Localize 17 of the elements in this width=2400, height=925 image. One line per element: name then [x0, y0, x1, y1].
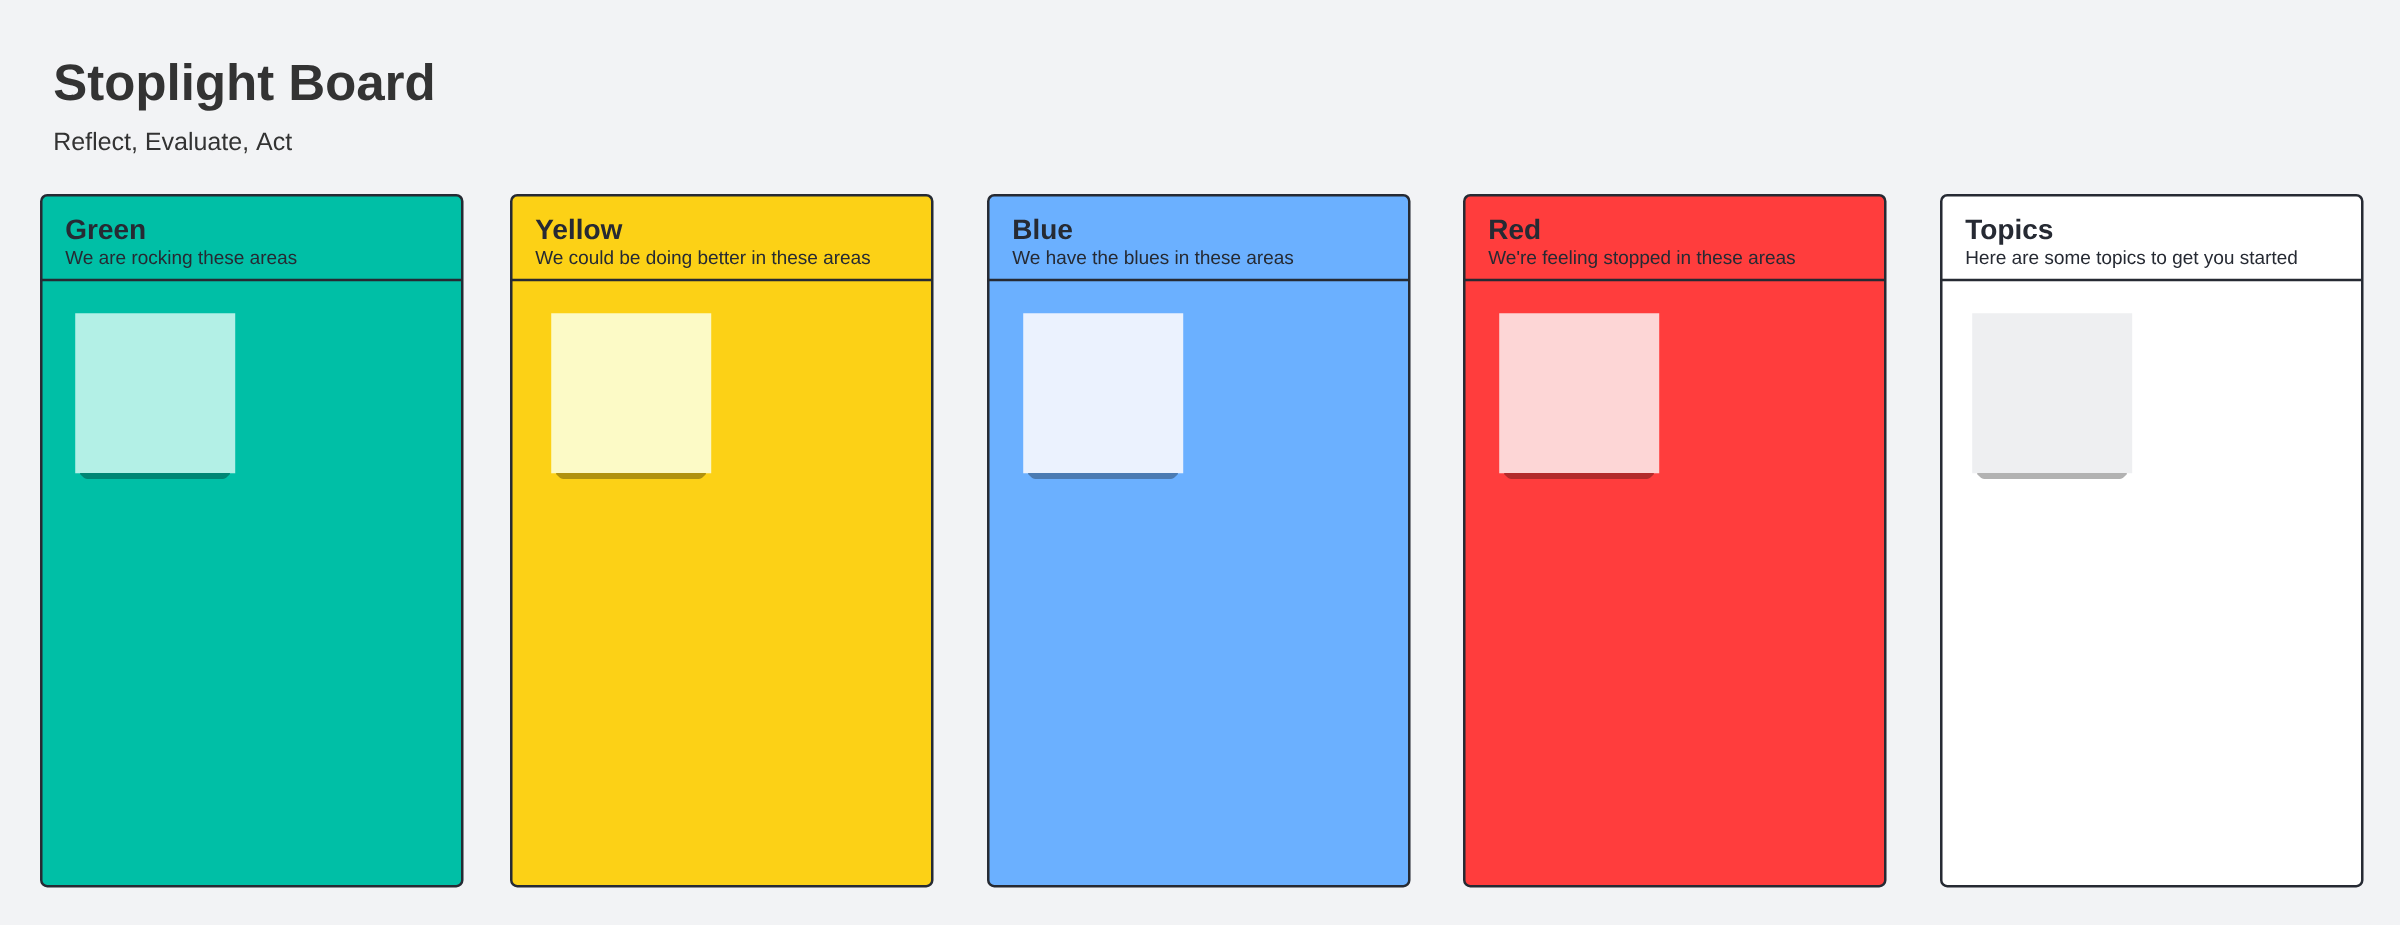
- column-subtitle: We have the blues in these areas: [1012, 250, 1294, 265]
- sticky-note: [551, 313, 712, 479]
- sticky-note: [1972, 313, 2133, 479]
- column-heading: Yellow: [535, 218, 623, 240]
- board-title: Stoplight Board: [54, 63, 433, 111]
- column-subtitle: We're feeling stopped in these areas: [1488, 250, 1795, 268]
- column-subtitle: Here are some topics to get you started: [1966, 250, 2297, 268]
- column-subtitle: We could be doing better in these areas: [535, 250, 870, 268]
- board-subtitle: Reflect, Evaluate, Act: [55, 131, 292, 154]
- sticky-note: [75, 313, 236, 479]
- sticky-note: [1499, 313, 1660, 479]
- column-subtitle: We are rocking these areas: [65, 250, 297, 268]
- column-heading: Topics: [1965, 218, 2053, 245]
- column-heading: Red: [1490, 218, 1540, 240]
- sticky-note: [1023, 313, 1184, 479]
- column-heading: Blue: [1014, 218, 1072, 240]
- column-heading: Green: [66, 219, 145, 240]
